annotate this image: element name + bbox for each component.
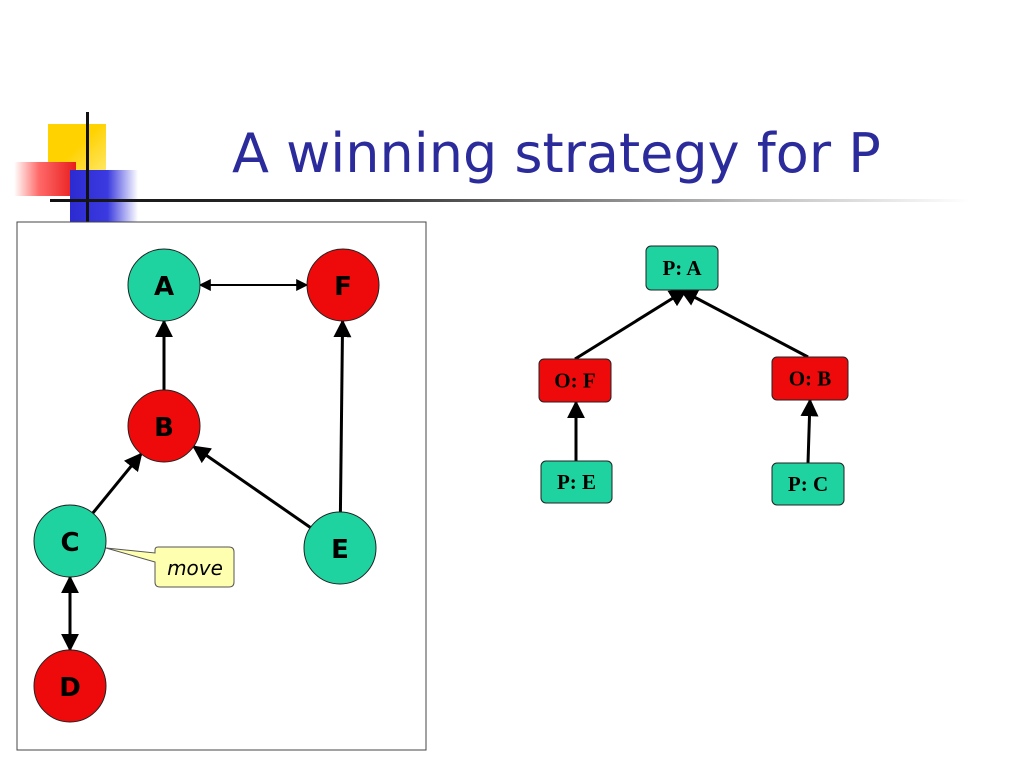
tree-node-pa: P: A: [645, 245, 719, 291]
tree-node-label: P: E: [557, 470, 596, 494]
tree-node-label: P: A: [662, 256, 702, 280]
graph-node-label: D: [59, 673, 81, 703]
logo-vertical-line: [86, 112, 89, 228]
graph-node-circle: [33, 504, 107, 578]
graph-edges: [61, 279, 352, 652]
logo-blue-square: [70, 170, 138, 222]
tree-node-box: [540, 460, 613, 504]
move-callout: move: [105, 546, 235, 588]
graph-node-circle: [303, 511, 377, 585]
callout-text: move: [167, 556, 223, 580]
graph-edge-c-b: [91, 452, 143, 515]
tree-node-label: P: C: [788, 472, 828, 496]
graph-node-label: A: [154, 272, 174, 302]
game-graph: A F B C E D move: [16, 221, 427, 751]
slide-logo-decoration: [0, 0, 140, 240]
tree-node-pc: P: C: [771, 462, 845, 506]
tree-node-box: [645, 245, 719, 291]
tree-node-label: O: F: [554, 369, 595, 393]
graph-edge-e-f: [333, 319, 352, 513]
graph-node-circle: [33, 649, 107, 723]
slide-title: A winning strategy for P: [232, 122, 881, 185]
tree-node-box: [771, 462, 845, 506]
graph-node-circle: [306, 248, 380, 322]
tree-edges: [567, 288, 819, 464]
graph-node-circle: [127, 389, 201, 463]
tree-nodes: P: A O: F O: B P: E P: C: [538, 245, 849, 506]
title-underline: [50, 199, 970, 202]
tree-node-label: O: B: [789, 367, 832, 391]
tree-node-pe: P: E: [540, 460, 613, 504]
tree-edge-pc-ob: [800, 398, 819, 464]
graph-nodes: A F B C E D: [33, 248, 380, 723]
callout-bubble: [105, 546, 235, 588]
graph-edge-e-b: [192, 445, 312, 529]
tree-edge-ob-pa: [679, 288, 809, 359]
graph-node-c: C: [33, 504, 107, 578]
tree-node-of: O: F: [538, 358, 612, 403]
graph-node-b: B: [127, 389, 201, 463]
graph-node-a: A: [127, 248, 201, 322]
graph-node-label: C: [60, 528, 79, 558]
graph-node-circle: [127, 248, 201, 322]
strategy-tree: P: A O: F O: B P: E P: C: [538, 245, 849, 506]
graph-node-label: E: [331, 535, 349, 565]
logo-red-bar: [14, 162, 76, 196]
graph-node-d: D: [33, 649, 107, 723]
tree-edge-of-pa: [574, 288, 688, 361]
tree-node-ob: O: B: [771, 356, 849, 401]
tree-node-box: [771, 356, 849, 401]
tree-node-box: [538, 358, 612, 403]
graph-node-f: F: [306, 248, 380, 322]
graph-node-e: E: [303, 511, 377, 585]
graph-node-label: B: [154, 413, 174, 443]
graph-node-label: F: [334, 272, 352, 302]
